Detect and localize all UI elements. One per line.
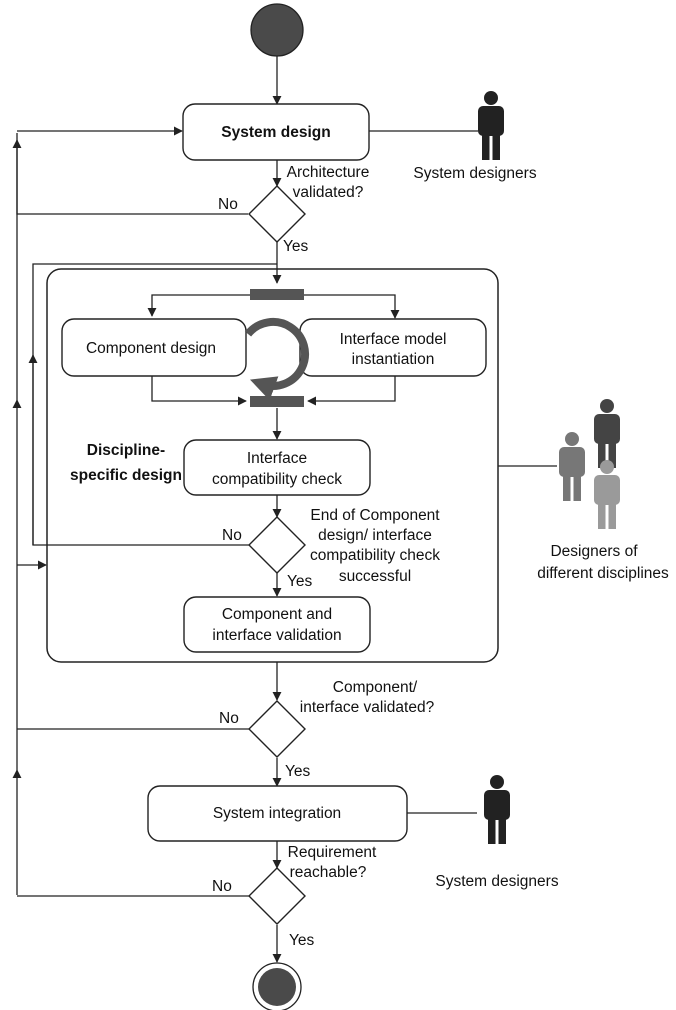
person-icon xyxy=(594,460,620,529)
system-designers-top-label: System designers xyxy=(413,165,536,182)
requirement-question-line1: Requirement xyxy=(288,844,377,861)
interface-model-label-line1: Interface model xyxy=(340,331,447,348)
system-integration-activity xyxy=(147,785,408,842)
group-label-line1: Discipline- xyxy=(87,442,165,459)
validation-label-line2: interface validation xyxy=(212,627,341,644)
fork-bar xyxy=(250,289,304,300)
end-component-question-line2: design/ interface xyxy=(318,527,432,544)
guard-yes-requirement: Yes xyxy=(289,932,315,949)
requirement-question-line2: reachable? xyxy=(290,864,367,881)
architecture-question-line1: Architecture xyxy=(287,164,370,181)
guard-yes-component-validated: Yes xyxy=(285,763,311,780)
system-integration-label: System integration xyxy=(213,805,341,822)
connectors xyxy=(12,56,557,963)
interface-model-activity xyxy=(299,318,487,377)
group-label-line2: specific design xyxy=(70,467,182,484)
end-component-question-line4: successful xyxy=(339,568,411,585)
cycle-arrow-icon xyxy=(244,317,310,401)
guard-no-architecture: No xyxy=(218,196,238,213)
end-node-inner xyxy=(258,968,296,1006)
system-design-activity xyxy=(182,103,370,161)
guard-no-requirement: No xyxy=(212,878,232,895)
guard-no-end-component: No xyxy=(222,527,242,544)
component-design-activity xyxy=(61,318,247,377)
discipline-specific-group xyxy=(46,268,499,663)
guard-no-component-validated: No xyxy=(219,710,239,727)
component-validated-question-line1: Component/ xyxy=(333,679,418,696)
interface-model-label-line2: instantiation xyxy=(352,351,435,368)
designers-label-line1: Designers of xyxy=(550,543,638,560)
person-icon xyxy=(484,775,510,844)
guard-yes-end-component: Yes xyxy=(287,573,313,590)
guard-yes-architecture: Yes xyxy=(283,238,309,255)
component-validated-question-line2: interface validated? xyxy=(300,699,435,716)
person-icon xyxy=(594,399,620,468)
end-component-decision xyxy=(248,516,306,574)
person-icon xyxy=(559,432,585,501)
join-bar xyxy=(250,396,304,407)
system-design-label: System design xyxy=(221,124,330,141)
compatibility-check-activity xyxy=(183,439,371,496)
validation-activity xyxy=(183,596,371,653)
validation-label-line1: Component and xyxy=(222,606,332,623)
start-node xyxy=(250,3,304,57)
compatibility-check-label-line2: compatibility check xyxy=(212,471,342,488)
end-component-question-line1: End of Component xyxy=(310,507,440,524)
designers-label-line2: different disciplines xyxy=(537,565,669,582)
component-validated-decision xyxy=(248,700,306,758)
system-designers-bottom-label: System designers xyxy=(435,873,558,890)
person-icon xyxy=(478,91,504,160)
requirement-decision xyxy=(248,867,306,925)
architecture-decision xyxy=(248,185,306,243)
component-design-label: Component design xyxy=(86,340,216,357)
compatibility-check-label-line1: Interface xyxy=(247,450,307,467)
architecture-question-line2: validated? xyxy=(293,184,364,201)
end-component-question-line3: compatibility check xyxy=(310,547,440,564)
